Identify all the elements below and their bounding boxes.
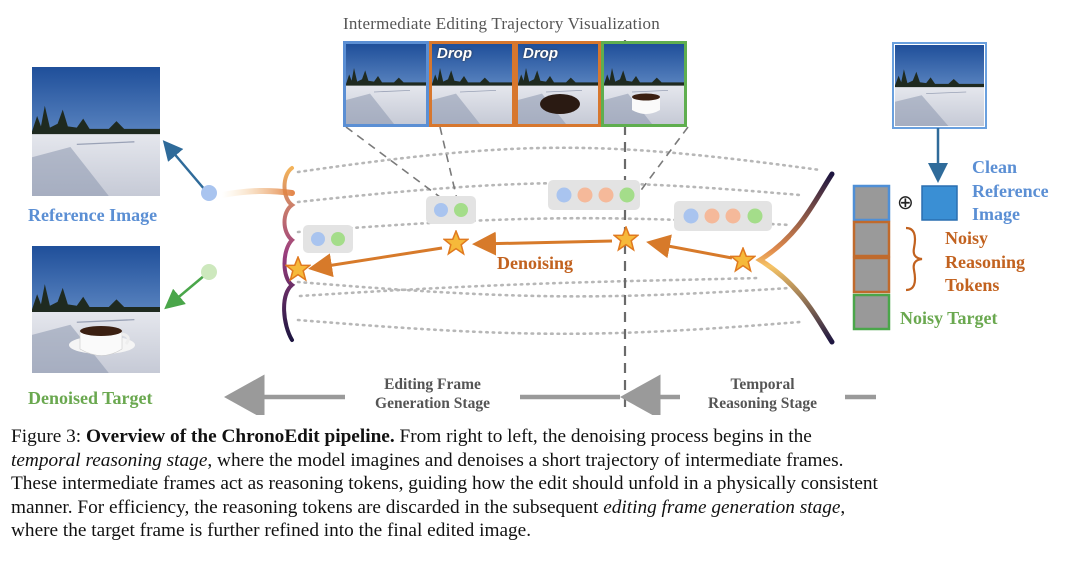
latent-stack xyxy=(852,184,891,331)
caption-line-1: Figure 3: Overview of the ChronoEdit pip… xyxy=(11,426,812,447)
reference-image-label: Reference Image xyxy=(28,205,158,225)
drop-label: Drop xyxy=(523,45,558,62)
pipeline-figure: Drop Drop Intermediate Editing Trajector… xyxy=(28,14,1049,415)
reference-image xyxy=(32,67,160,196)
trajectory-frame-2: Drop xyxy=(429,41,515,127)
reasoning-brace xyxy=(905,226,923,292)
reference-token-dot xyxy=(201,185,217,201)
denoising-arrows xyxy=(308,231,733,278)
clean-reference-label: Clean Reference Image xyxy=(972,157,1049,224)
star-icon xyxy=(730,247,756,272)
drop-label: Drop xyxy=(437,45,472,62)
caption-line-4: manner. For efficiency, the reasoning to… xyxy=(11,496,846,518)
clean-reference-thumbnail xyxy=(892,42,987,129)
stage-arrows xyxy=(224,374,876,415)
reference-arrow xyxy=(162,140,206,191)
trajectory-frame-3: Drop xyxy=(515,41,601,127)
target-token-dot xyxy=(201,264,217,280)
star-icon xyxy=(285,256,311,281)
star-icon xyxy=(443,230,469,255)
caption-title: Overview of the ChronoEdit pipeline. xyxy=(86,426,395,447)
right-distribution-curve xyxy=(755,171,835,345)
pipeline-diagram xyxy=(32,40,987,415)
left-distribution-curve xyxy=(282,166,296,342)
target-arrow xyxy=(164,274,206,310)
token-pill-1 xyxy=(303,225,353,253)
caption-line-5: where the target frame is further refine… xyxy=(11,520,532,542)
clean-reference-token xyxy=(921,185,958,221)
trajectory-title: Intermediate Editing Trajectory Visualiz… xyxy=(343,14,660,33)
token-pill-2 xyxy=(426,196,476,224)
caption-line-2: temporal reasoning stage, where the mode… xyxy=(11,449,844,471)
denoising-label: Denoising xyxy=(497,253,574,273)
plus-symbol: ⊕ xyxy=(897,192,914,214)
noisy-target-label: Noisy Target xyxy=(900,308,998,328)
editing-stage-label: Editing Frame Generation Stage xyxy=(375,376,490,412)
caption-line-3: These intermediate frames act as reasoni… xyxy=(11,473,878,495)
reasoning-stage-label: Temporal Reasoning Stage xyxy=(708,376,817,412)
token-pill-4 xyxy=(674,201,772,231)
figure-label: Figure 3: xyxy=(11,426,82,447)
token-pill-3 xyxy=(548,180,640,210)
denoised-target-label: Denoised Target xyxy=(28,388,153,408)
trajectory-frame-1 xyxy=(343,41,429,127)
noisy-reasoning-label: Noisy Reasoning Tokens xyxy=(945,228,1026,295)
trajectory-frame-4 xyxy=(601,41,687,127)
denoised-target-image xyxy=(32,246,160,373)
figure-caption: Figure 3: Overview of the ChronoEdit pip… xyxy=(11,425,1073,543)
